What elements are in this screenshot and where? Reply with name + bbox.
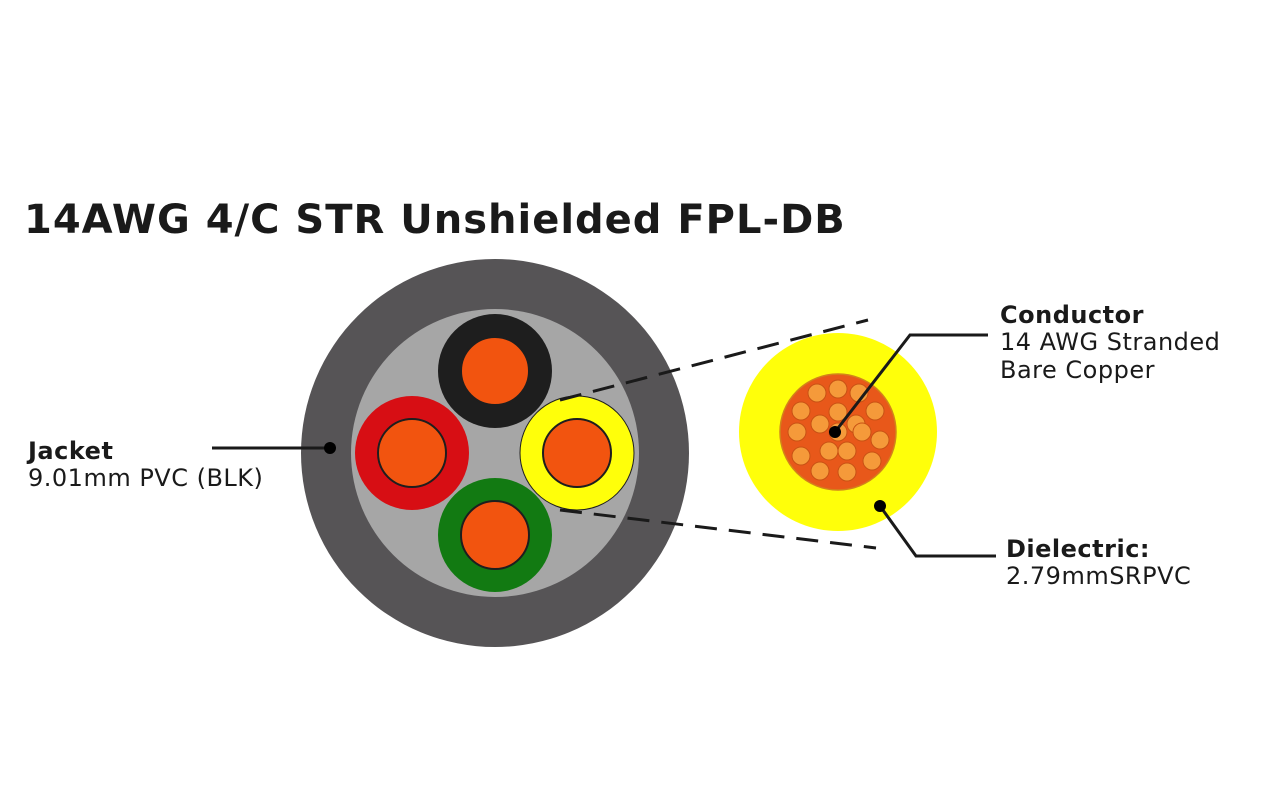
dielectric-detail: 2.79mmSRPVC <box>1006 562 1192 590</box>
conductor-label: Conductor 14 AWG Stranded Bare Copper <box>1000 302 1220 384</box>
jacket-label: Jacket 9.01mm PVC (BLK) <box>28 438 263 492</box>
dielectric-heading: Dielectric: <box>1006 535 1151 563</box>
conductor-leader <box>829 333 988 438</box>
projection-line-top <box>559 318 869 402</box>
copper-strands <box>787 379 890 482</box>
conductor-red <box>355 396 469 510</box>
dielectric-label: Dielectric: 2.79mmSRPVC <box>1006 536 1191 590</box>
dielectric-leader <box>874 500 996 558</box>
jacket-leader <box>212 442 336 454</box>
conductor-green <box>438 478 552 592</box>
page-title: 14AWG 4/C STR Unshielded FPL-DB <box>24 197 846 243</box>
conductor-detail-line-1: 14 AWG Stranded <box>1000 328 1221 356</box>
conductor-heading: Conductor <box>1000 301 1144 329</box>
projection-line-bottom <box>559 508 877 550</box>
conductor-yellow <box>519 395 635 511</box>
filler-core <box>351 309 639 597</box>
conductor-detail-line-2: Bare Copper <box>1000 356 1155 384</box>
conductor-black <box>438 314 552 428</box>
jacket-heading: Jacket <box>28 437 114 465</box>
jacket-detail: 9.01mm PVC (BLK) <box>28 464 264 492</box>
